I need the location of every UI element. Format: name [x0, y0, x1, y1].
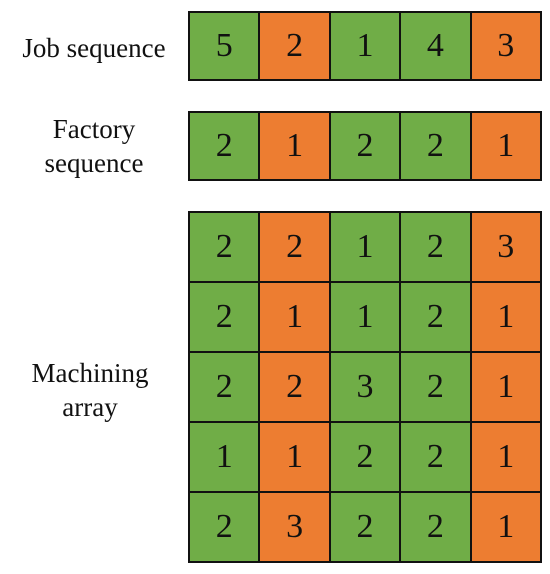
job-sequence-label: Job sequence: [4, 31, 184, 65]
machining-array-cell: 1: [190, 423, 259, 491]
job-sequence-cell: 5: [190, 13, 259, 79]
machining-array-label-line-1: Machining: [31, 358, 149, 388]
machining-array-cell: 3: [330, 353, 400, 421]
factory-sequence-label-line-2: sequence: [44, 148, 144, 178]
machining-array-cell: 1: [471, 493, 540, 561]
machining-array-cell: 1: [330, 213, 400, 281]
machining-array-cell: 2: [190, 353, 259, 421]
machining-array-cell: 2: [190, 283, 259, 351]
factory-sequence-cell: 2: [330, 113, 400, 179]
job-sequence-cell: 4: [401, 13, 470, 79]
machining-array-cell: 2: [190, 213, 259, 281]
factory-sequence-label-line-1: Factory: [52, 114, 136, 144]
machining-array-cell: 2: [260, 213, 329, 281]
machining-array-cell: 2: [330, 423, 400, 491]
machining-array-cell: 1: [260, 423, 329, 491]
factory-sequence-cell: 2: [190, 113, 259, 179]
machining-array-label-line-2: array: [62, 392, 118, 422]
job-sequence-cell: 3: [471, 13, 540, 79]
job-sequence-label-line: Job sequence: [22, 33, 166, 63]
job-sequence-cell: 1: [330, 13, 400, 79]
machining-array-cell: 3: [471, 213, 540, 281]
factory-sequence-cell: 1: [471, 113, 540, 179]
machining-array-cell: 1: [471, 353, 540, 421]
factory-sequence-cell: 1: [260, 113, 329, 179]
machining-array-label: Machining array: [0, 356, 180, 424]
machining-array-cell: 2: [401, 493, 470, 561]
machining-array-cell: 1: [471, 423, 540, 491]
machining-array-cell: 1: [471, 283, 540, 351]
machining-array-cell: 2: [260, 353, 329, 421]
machining-array-cell: 1: [260, 283, 329, 351]
machining-array-cell: 2: [401, 213, 470, 281]
machining-array-cell: 2: [401, 423, 470, 491]
machining-array-cell: 2: [401, 353, 470, 421]
factory-sequence-cell: 2: [401, 113, 470, 179]
machining-array-cell: 3: [260, 493, 329, 561]
machining-array-cell: 1: [330, 283, 400, 351]
machining-array-cell: 2: [330, 493, 400, 561]
machining-array-cell: 2: [190, 493, 259, 561]
job-sequence-cell: 2: [260, 13, 329, 79]
machining-array-cell: 2: [401, 283, 470, 351]
factory-sequence-label: Factory sequence: [4, 112, 184, 180]
